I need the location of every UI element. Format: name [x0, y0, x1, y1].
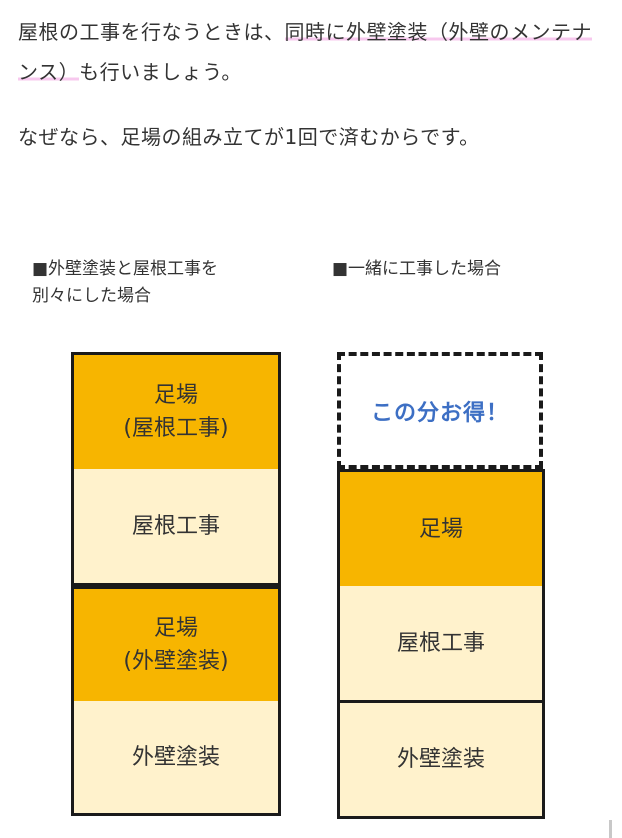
- left-scaffold-wall-block: 足場 (外壁塗装): [71, 586, 281, 704]
- right-roof-work-block: 屋根工事: [337, 586, 545, 703]
- block-sublabel: (外壁塗装): [123, 649, 229, 674]
- block-label: 足場: [153, 616, 198, 641]
- block-label: 足場: [153, 383, 198, 408]
- block-label: 屋根工事: [131, 513, 220, 539]
- block-sublabel: (屋根工事): [123, 416, 229, 441]
- left-scaffold-roof-block: 足場 (屋根工事): [71, 352, 281, 472]
- intro-text-2: も行いましょう。: [79, 60, 242, 84]
- left-caption: ■外壁塗装と屋根工事を別々にした場合: [32, 256, 307, 310]
- block-label: 屋根工事: [396, 630, 485, 656]
- left-roof-work-block: 屋根工事: [71, 469, 281, 586]
- right-wall-painting-block: 外壁塗装: [337, 703, 545, 819]
- left-caption-line1: ■外壁塗装と屋根工事を: [32, 259, 219, 279]
- left-wall-painting-block: 外壁塗装: [71, 701, 281, 816]
- left-caption-line2: 別々にした場合: [32, 286, 151, 306]
- savings-dashed-block: この分お得！: [337, 352, 543, 469]
- reason-paragraph: なぜなら、足場の組み立てが1回で済むからです。: [18, 125, 480, 149]
- intro-paragraph: 屋根の工事を行なうときは、同時に外壁塗装（外壁のメンテナンス）も行いましょう。: [18, 12, 608, 92]
- block-label: 外壁塗装: [396, 747, 485, 772]
- block-label: 足場: [418, 516, 463, 542]
- right-caption: ■一緒に工事した場合: [332, 259, 502, 279]
- scrollbar-thumb[interactable]: [609, 820, 612, 838]
- block-label: 外壁塗装: [131, 744, 220, 770]
- right-scaffold-block: 足場: [337, 469, 545, 589]
- intro-text-1: 屋根の工事を行なうときは、: [18, 20, 285, 44]
